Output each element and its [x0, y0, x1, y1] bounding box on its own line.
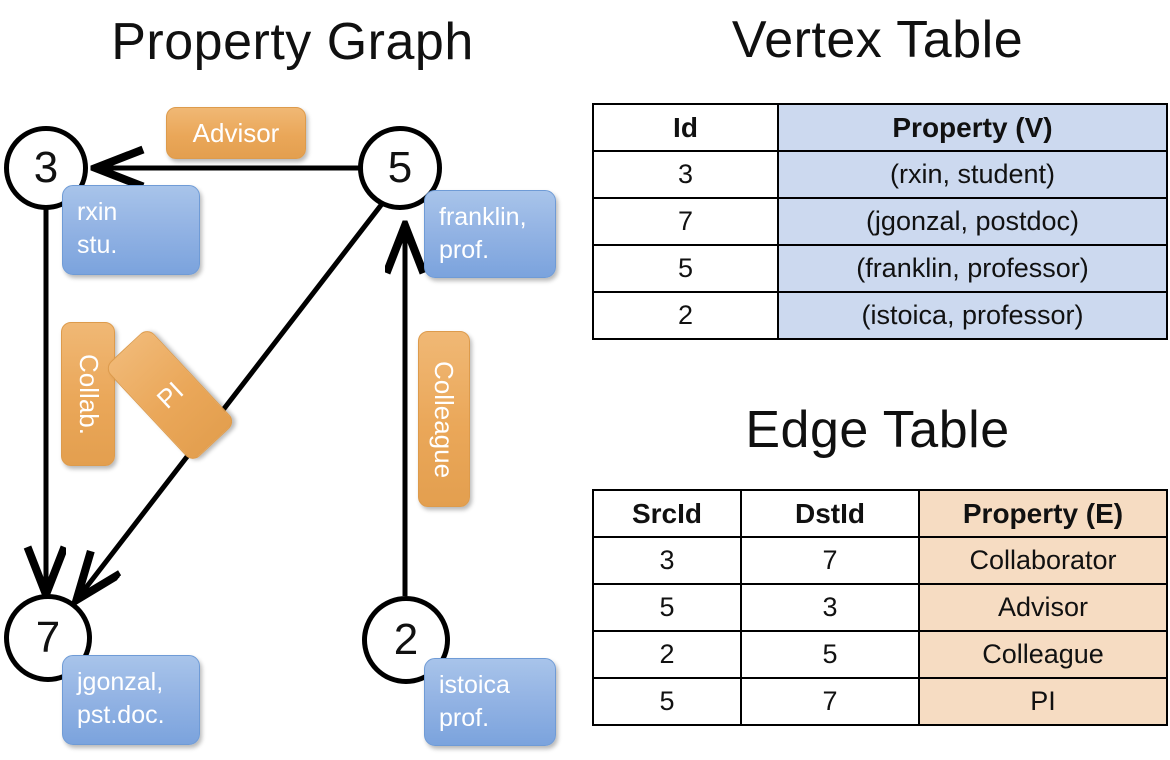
- table-row: 5 3 Advisor: [592, 583, 1168, 632]
- vertex-property-rxin-line1: rxin: [77, 198, 118, 226]
- edge-5-to-7: [78, 198, 387, 598]
- edge-cell-srcid: 3: [592, 536, 742, 585]
- edge-cell-srcid: 5: [592, 677, 742, 726]
- vertex-cell-id: 3: [592, 150, 779, 199]
- edge-cell-dstid: 3: [740, 583, 920, 632]
- page-title-edge-table: Edge Table: [745, 401, 1010, 459]
- edge-cell-dstid: 7: [740, 677, 920, 726]
- table-row: 3 7 Collaborator: [592, 536, 1168, 585]
- vertex-property-istoica-line1: istoica: [439, 671, 510, 699]
- edge-label-advisor-text: Advisor: [192, 117, 280, 148]
- edge-cell-srcid: 2: [592, 630, 742, 679]
- edge-cell-srcid: 5: [592, 583, 742, 632]
- vertex-cell-property: (rxin, student): [777, 150, 1168, 199]
- edge-label-collab-text: Collab.: [73, 353, 104, 435]
- vertex-cell-id: 7: [592, 197, 779, 246]
- vertex-cell-property: (jgonzal, postdoc): [777, 197, 1168, 246]
- edge-table: SrcId DstId Property (E) 3 7 Collaborato…: [592, 489, 1168, 726]
- graph-edges-svg: [0, 0, 585, 760]
- vertex-property-jgonzal-line1: jgonzal,: [77, 668, 164, 696]
- edge-label-colleague[interactable]: Colleague: [418, 331, 470, 507]
- vertex-header-id: Id: [592, 103, 779, 152]
- graph-node-3-label: 3: [33, 143, 59, 192]
- graph-node-5[interactable]: 5: [358, 126, 442, 210]
- vertex-property-jgonzal-line2: pst.doc.: [77, 701, 165, 729]
- edge-cell-property: Advisor: [918, 583, 1168, 632]
- edge-table-header-row: SrcId DstId Property (E): [592, 489, 1168, 538]
- edge-cell-dstid: 7: [740, 536, 920, 585]
- edge-header-dstid: DstId: [740, 489, 920, 538]
- graph-node-5-label: 5: [387, 143, 413, 192]
- vertex-cell-id: 5: [592, 244, 779, 293]
- page-title-property-graph: Property Graph: [111, 13, 474, 71]
- table-row: 3 (rxin, student): [592, 150, 1168, 199]
- table-row: 2 (istoica, professor): [592, 291, 1168, 340]
- page-title-vertex-table: Vertex Table: [731, 11, 1024, 69]
- vertex-property-box-istoica[interactable]: istoica prof.: [424, 658, 556, 746]
- edge-header-property: Property (E): [918, 489, 1168, 538]
- edge-label-collab[interactable]: Collab.: [61, 322, 115, 466]
- vertex-property-box-franklin[interactable]: franklin, prof.: [424, 190, 556, 278]
- vertex-cell-property: (istoica, professor): [777, 291, 1168, 340]
- vertex-property-franklin-line1: franklin,: [439, 203, 527, 231]
- vertex-property-box-rxin[interactable]: rxin stu.: [62, 185, 200, 275]
- edge-label-advisor[interactable]: Advisor: [166, 107, 306, 159]
- graph-node-7-label: 7: [35, 613, 61, 662]
- edge-label-pi-text: PI: [150, 375, 189, 414]
- edge-cell-property: Collaborator: [918, 536, 1168, 585]
- table-row: 2 5 Colleague: [592, 630, 1168, 679]
- vertex-property-istoica-line2: prof.: [439, 704, 490, 732]
- vertex-cell-id: 2: [592, 291, 779, 340]
- edge-cell-property: Colleague: [918, 630, 1168, 679]
- edge-header-srcid: SrcId: [592, 489, 742, 538]
- vertex-table: Id Property (V) 3 (rxin, student) 7 (jgo…: [592, 103, 1168, 340]
- vertex-property-franklin-line2: prof.: [439, 236, 490, 264]
- vertex-cell-property: (franklin, professor): [777, 244, 1168, 293]
- edge-cell-dstid: 5: [740, 630, 920, 679]
- table-row: 7 (jgonzal, postdoc): [592, 197, 1168, 246]
- table-row: 5 (franklin, professor): [592, 244, 1168, 293]
- vertex-property-box-jgonzal[interactable]: jgonzal, pst.doc.: [62, 655, 200, 745]
- edge-label-colleague-text: Colleague: [429, 360, 460, 478]
- vertex-property-rxin-line2: stu.: [77, 231, 118, 259]
- vertex-table-header-row: Id Property (V): [592, 103, 1168, 152]
- property-graph-diagram: 3 5 7 2 rxin stu. franklin, prof. jgonza…: [0, 0, 585, 760]
- edge-cell-property: PI: [918, 677, 1168, 726]
- graph-node-2-label: 2: [393, 615, 419, 664]
- vertex-header-property: Property (V): [777, 103, 1168, 152]
- table-row: 5 7 PI: [592, 677, 1168, 726]
- graph-node-2[interactable]: 2: [362, 596, 450, 684]
